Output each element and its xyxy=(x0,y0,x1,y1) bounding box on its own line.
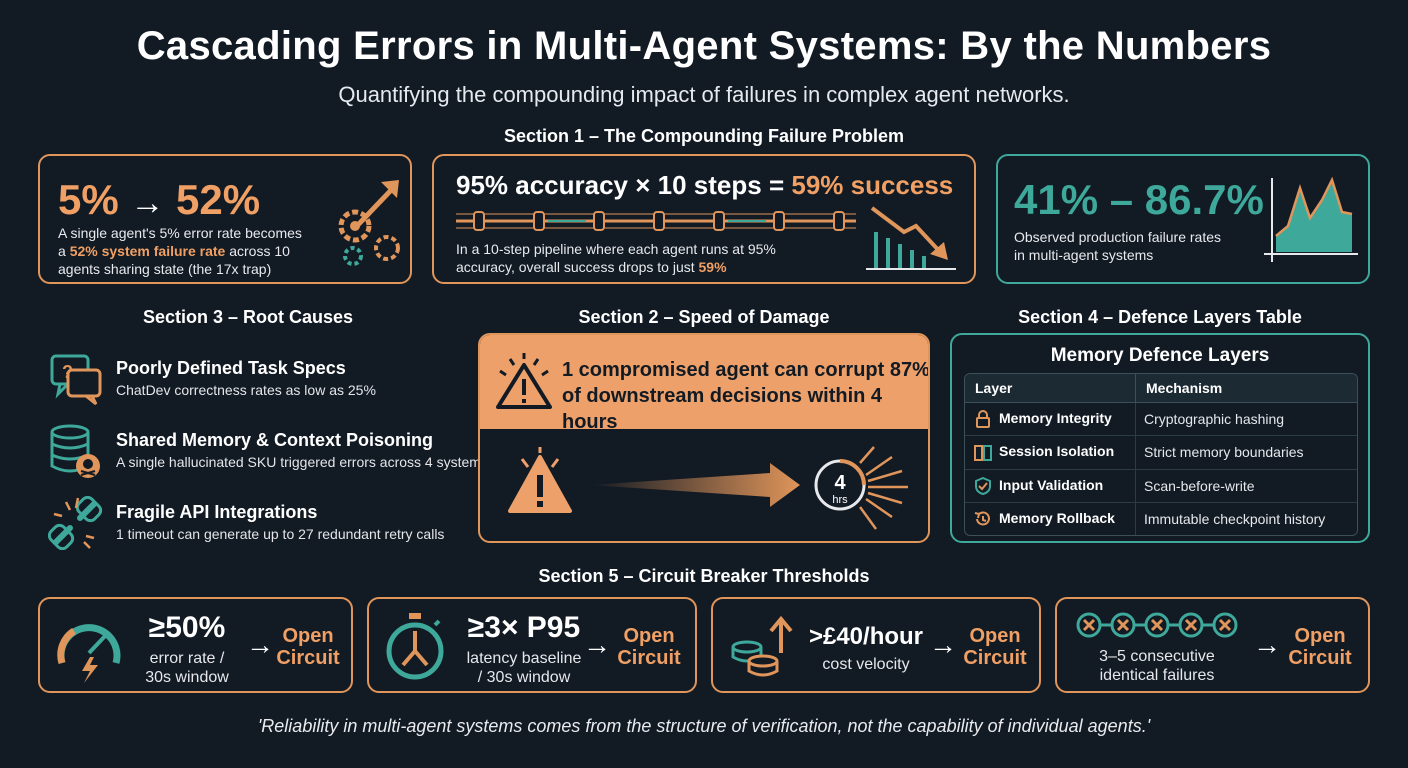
broken-link-icon xyxy=(48,496,103,550)
section3-heading: Section 3 – Root Causes xyxy=(142,307,354,327)
footer-quote: 'Reliability in multi-agent systems come… xyxy=(257,716,1151,736)
split-box-icon xyxy=(974,444,992,461)
stopwatch-icon xyxy=(386,613,444,680)
stat-card2-desc: In a 10-step pipeline where each agent r… xyxy=(456,241,776,275)
arrow-right-icon: → xyxy=(583,629,611,660)
col-layer: Layer xyxy=(965,374,1136,403)
table-row: Memory Rollback Immutable checkpoint his… xyxy=(965,501,1357,536)
stat-card1-desc: A single agent's 5% error rate becomes a… xyxy=(58,225,302,277)
gauge-bolt-icon xyxy=(57,624,121,683)
stat-card3-desc: Observed production failure rates in mul… xyxy=(1014,229,1221,263)
warning-icon xyxy=(496,353,552,409)
stat-card-pipeline: 95% accuracy × 10 steps = 59% success In… xyxy=(432,154,976,284)
threshold-value: >£40/hour xyxy=(808,623,924,650)
svg-text:?: ? xyxy=(62,362,73,382)
cause-title: Fragile API Integrations xyxy=(116,502,318,522)
arrow-right-icon: → xyxy=(1253,629,1281,660)
table-row: Session Isolation Strict memory boundari… xyxy=(965,435,1357,470)
table-row: Memory Integrity Cryptographic hashing xyxy=(965,401,1357,436)
shield-check-icon xyxy=(975,476,991,495)
table-row: Input Validation Scan-before-write xyxy=(965,468,1357,503)
question-chat-icon: ? xyxy=(50,354,102,406)
x-chain-icon xyxy=(1076,612,1238,638)
database-poison-icon xyxy=(50,424,100,478)
defence-layers-card: Memory Defence Layers Layer Mechanism Me… xyxy=(950,333,1370,543)
stat-production-range: 41% – 86.7% xyxy=(1014,176,1264,223)
threshold-desc: error rate / 30s window xyxy=(145,650,229,686)
corruption-spread-graphic: 4 hrs xyxy=(508,446,908,530)
stat-card-compounding: 5% → 52% A single agent's 5% error rate … xyxy=(38,154,412,284)
stat-pipeline: 95% accuracy × 10 steps = 59% success xyxy=(456,170,954,200)
cause-desc: A single hallucinated SKU triggered erro… xyxy=(116,454,488,470)
threshold-desc: latency baseline / 30s window xyxy=(466,650,582,686)
damage-banner-text: 1 compromised agent can corrupt 87% of d… xyxy=(562,359,930,433)
speed-of-damage-card: 1 compromised agent can corrupt 87% of d… xyxy=(478,333,930,543)
defence-table: Layer Mechanism Memory Integrity Cryptog… xyxy=(964,373,1358,537)
cause-desc: 1 timeout can generate up to 27 redundan… xyxy=(116,526,445,542)
section5-heading: Section 5 – Circuit Breaker Thresholds xyxy=(538,566,870,586)
defence-table-title: Memory Defence Layers xyxy=(1050,345,1270,366)
cause-desc: ChatDev correctness rates as low as 25% xyxy=(116,382,376,398)
page-title: Cascading Errors in Multi-Agent Systems:… xyxy=(136,24,1272,68)
coins-up-icon xyxy=(731,615,793,677)
page-subtitle: Quantifying the compounding impact of fa… xyxy=(338,82,1070,107)
cause-title: Shared Memory & Context Poisoning xyxy=(116,430,434,450)
stat-5-to-52: 5% → 52% xyxy=(58,176,261,223)
threshold-value: ≥3× P95 xyxy=(467,611,581,644)
arrow-right-icon: → xyxy=(929,629,957,660)
threshold-value: ≥50% xyxy=(148,611,226,644)
cause-title: Poorly Defined Task Specs xyxy=(116,358,346,378)
area-chart-icon xyxy=(1264,176,1358,262)
threshold-consecutive: 3–5 consecutive identical failures → Ope… xyxy=(1055,597,1370,693)
section1-heading: Section 1 – The Compounding Failure Prob… xyxy=(503,126,905,146)
threshold-latency: ≥3× P95 latency baseline / 30s window → … xyxy=(367,597,697,693)
root-cause-api: Fragile API Integrations 1 timeout can g… xyxy=(48,494,488,554)
section4-heading: Section 4 – Defence Layers Table xyxy=(1018,307,1302,327)
declining-chart-icon xyxy=(866,206,956,270)
history-icon xyxy=(974,511,990,526)
pipeline-chain-icon xyxy=(456,211,856,231)
root-cause-shared-memory: Shared Memory & Context Poisoning A sing… xyxy=(48,422,518,482)
stat-card-production: 41% – 86.7% Observed production failure … xyxy=(996,154,1370,284)
root-cause-task-specs: ? Poorly Defined Task Specs ChatDev corr… xyxy=(48,350,468,410)
clock-unit: hrs xyxy=(832,494,848,506)
threshold-desc: 3–5 consecutive identical failures xyxy=(1099,648,1215,684)
section2-heading: Section 2 – Speed of Damage xyxy=(578,307,830,327)
col-mechanism: Mechanism xyxy=(1135,374,1357,403)
clock-number: 4 xyxy=(834,472,846,494)
lock-icon xyxy=(976,410,990,429)
damage-banner: 1 compromised agent can corrupt 87% of d… xyxy=(480,335,928,433)
threshold-desc: cost velocity xyxy=(822,656,910,673)
gears-arrow-icon xyxy=(338,180,400,266)
arrow-right-icon: → xyxy=(246,629,274,660)
